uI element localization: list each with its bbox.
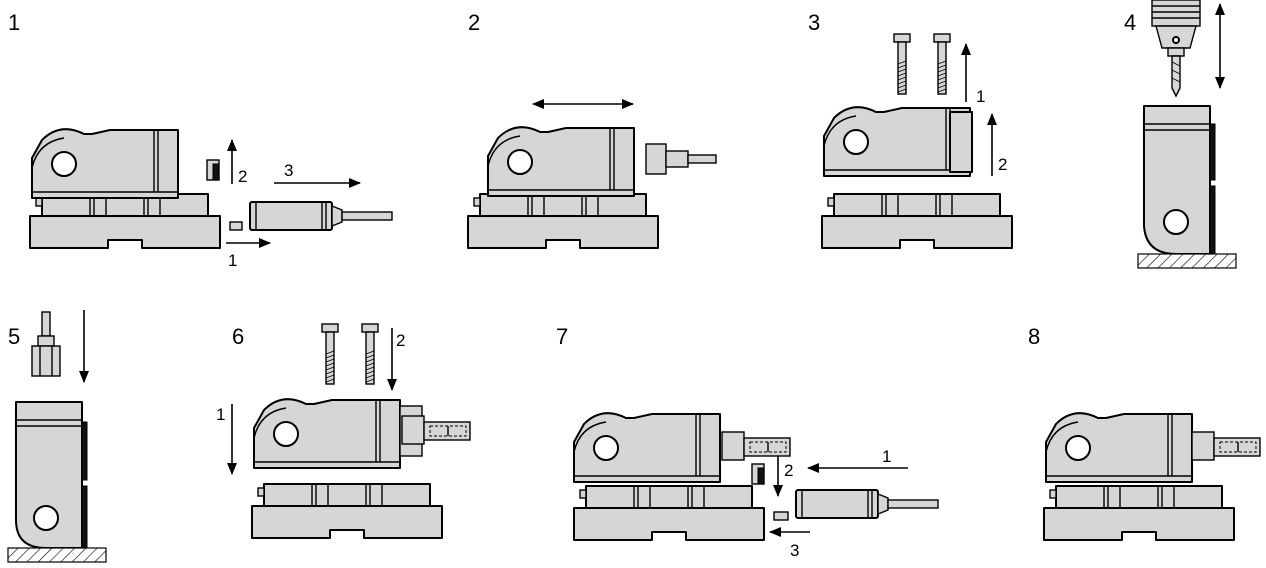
step-7-arrow-3: 3 [790,541,799,560]
step-3-label: 3 [808,10,820,35]
step-5-group: 5 [7,310,107,563]
step-6-arrow-1: 1 [216,405,225,424]
step-1-label: 1 [8,10,20,35]
step-2-label: 2 [468,10,480,35]
step-2-group: 2 [467,10,717,249]
step-3-arrow-2: 2 [998,155,1007,174]
step-4-label: 4 [1124,10,1136,35]
step-5-label: 5 [8,324,20,349]
step-4-group: 4 [1124,0,1237,269]
step-3-group: 3 1 2 [808,10,1013,249]
step-1-arrow-2: 2 [238,167,247,186]
step-7-arrow-2: 2 [784,461,793,480]
step-3-arrow-1: 1 [976,87,985,106]
step-1-arrow-3: 3 [284,161,293,180]
step-6-group: 6 2 1 [216,323,471,539]
step-8-group: 8 [1028,324,1261,541]
step-7-arrow-1: 1 [882,447,891,466]
step-8-label: 8 [1028,324,1040,349]
step-6-label: 6 [232,324,244,349]
step-1-group: 1 2 1 3 [8,10,393,270]
step-6-arrow-2: 2 [396,331,405,350]
step-7-label: 7 [556,324,568,349]
step-7-group: 7 2 1 3 [556,324,939,560]
step-1-arrow-1: 1 [228,251,237,270]
